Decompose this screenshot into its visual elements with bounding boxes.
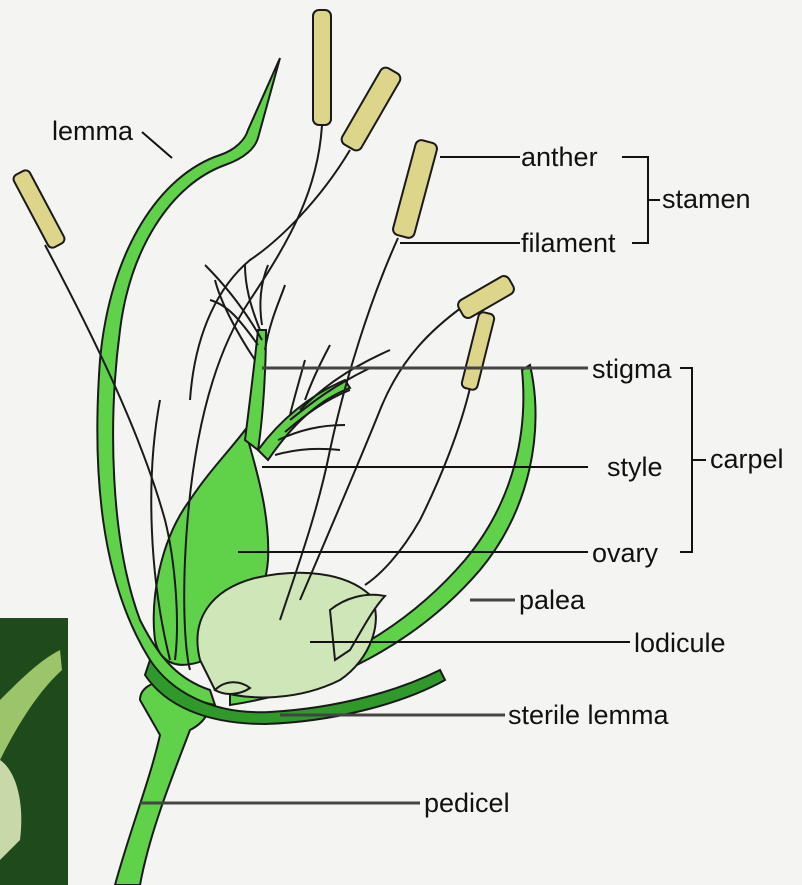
label-palea: palea bbox=[519, 585, 586, 615]
label-lodicule: lodicule bbox=[634, 628, 726, 658]
label-sterile-lemma: sterile lemma bbox=[508, 700, 670, 730]
label-lemma: lemma bbox=[52, 116, 134, 146]
anther-6 bbox=[461, 311, 495, 391]
anther-2 bbox=[313, 10, 331, 125]
style-shape bbox=[245, 330, 350, 460]
label-carpel: carpel bbox=[710, 444, 784, 474]
label-stamen: stamen bbox=[662, 184, 751, 214]
anther-4 bbox=[392, 139, 439, 239]
label-anther: anther bbox=[521, 142, 598, 172]
label-ovary: ovary bbox=[592, 538, 659, 568]
label-pedicel: pedicel bbox=[424, 788, 510, 818]
label-filament: filament bbox=[521, 228, 616, 258]
label-style: style bbox=[607, 452, 663, 482]
anther-3 bbox=[339, 65, 402, 152]
photo-inset bbox=[0, 618, 68, 885]
anther-1 bbox=[12, 169, 66, 250]
stigma-feathers bbox=[205, 265, 390, 455]
label-stigma: stigma bbox=[592, 354, 673, 384]
